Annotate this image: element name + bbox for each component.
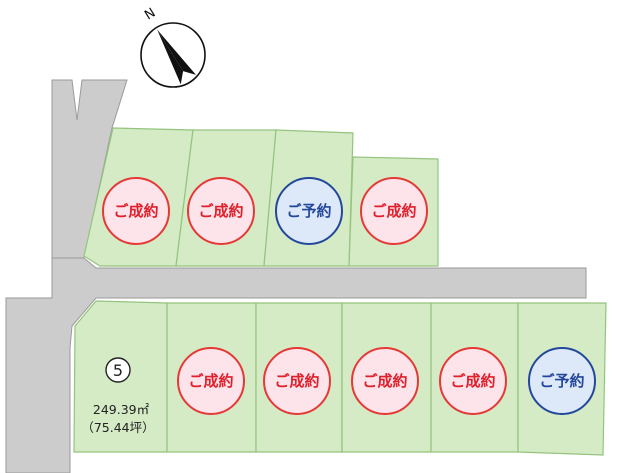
stamp-label: ご成約 [198, 202, 243, 220]
stamp-label: ご予約 [286, 202, 331, 220]
stamp-label: ご予約 [539, 372, 584, 390]
stamp-circle [360, 177, 428, 245]
stamp-circle [102, 177, 170, 245]
stamp-label: ご成約 [113, 202, 158, 220]
reserved-stamp-lower-5: ご予約 [528, 347, 596, 415]
stamp-circle [439, 347, 507, 415]
road-horizontal [5, 257, 587, 473]
stamp-circle [263, 347, 331, 415]
stamp-circle [275, 177, 343, 245]
lot-5-info: 5 249.39㎡ （75.44坪） [81, 357, 155, 435]
stamp-label: ご成約 [274, 372, 319, 390]
sold-stamp-lower-3: ご成約 [351, 347, 419, 415]
stamp-label: ご成約 [450, 372, 495, 390]
sold-stamp-lower-1: ご成約 [177, 347, 245, 415]
lot-area-tsubo: （75.44坪） [81, 420, 154, 435]
sold-stamp-upper-0: ご成約 [102, 177, 170, 245]
stamp-label: ご成約 [371, 202, 416, 220]
reserved-stamp-upper-2: ご予約 [275, 177, 343, 245]
lot-area-m2: 249.39㎡ [93, 402, 150, 417]
lot-number-circle [105, 357, 131, 383]
sold-stamp-upper-1: ご成約 [187, 177, 255, 245]
status-stamps: ご成約ご成約ご予約ご成約ご成約ご成約ご成約ご成約ご予約 [102, 177, 596, 415]
stamp-circle [187, 177, 255, 245]
roads [5, 79, 587, 473]
stamp-circle [351, 347, 419, 415]
stamp-label: ご成約 [362, 372, 407, 390]
stamp-circle [528, 347, 596, 415]
lot-number: 5 [113, 361, 123, 380]
sold-stamp-upper-3: ご成約 [360, 177, 428, 245]
compass: N [140, 5, 206, 88]
sold-stamp-lower-2: ご成約 [263, 347, 331, 415]
compass-north-label: N [142, 5, 158, 23]
sold-stamp-lower-4: ご成約 [439, 347, 507, 415]
stamp-label: ご成約 [188, 372, 233, 390]
stamp-circle [177, 347, 245, 415]
